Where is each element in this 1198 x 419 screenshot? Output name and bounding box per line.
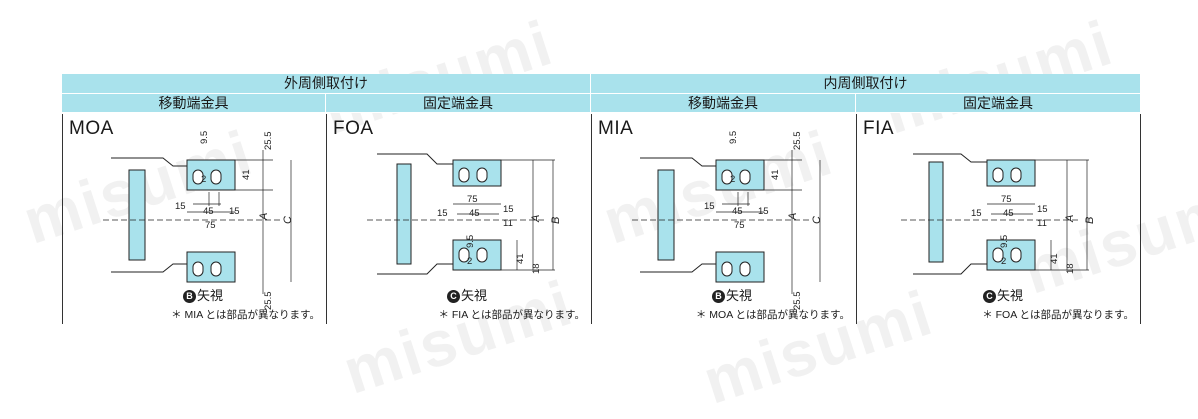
view-text: 矢視 (997, 288, 1024, 303)
dim-label: 25.5 (263, 132, 274, 151)
dim-label: 25.5 (792, 292, 803, 311)
dim-label: 45 (469, 208, 480, 219)
dim-label: A (530, 215, 542, 223)
view-letter-badge: C (983, 290, 996, 303)
header-moving-bracket: 移動端金具 (591, 94, 856, 113)
dim-label: 9.5 (199, 131, 210, 144)
panel-title: MOA (69, 118, 114, 139)
dim-label: 75 (467, 194, 478, 205)
dim-label: B (1084, 217, 1096, 224)
header-fixed-bracket: 固定端金具 (856, 94, 1141, 113)
dim-label: 45 (732, 206, 743, 217)
dim-label: C (282, 216, 294, 224)
dim-label: 15 (437, 208, 448, 219)
dim-label: A (1064, 215, 1076, 223)
panel-title: MIA (598, 118, 634, 139)
dim-label: 41 (1049, 253, 1060, 264)
header-row-mounting: 外周側取付け 内周側取付け (62, 74, 1141, 94)
dim-label: B (550, 217, 562, 224)
dim-label: 2 (1001, 256, 1006, 267)
dim-label: 41 (241, 169, 252, 180)
dim-label: 25.5 (263, 292, 274, 311)
view-letter-badge: B (712, 290, 725, 303)
foa-drawing: 75 15 45 15 11 A B 9.5 41 18 2 (367, 153, 562, 275)
dim-label: A (787, 213, 799, 221)
dim-label: 75 (1001, 194, 1012, 205)
dim-label: 41 (770, 169, 781, 180)
dim-label: 15 (1037, 204, 1048, 215)
dim-label: 15 (758, 206, 769, 217)
dim-label: 2 (730, 174, 735, 185)
spec-figure: 外周側取付け 内周側取付け 移動端金具 固定端金具 移動端金具 固定端金具 (62, 74, 1141, 324)
panel-note: ＊ FIA とは部品が異なります。 (438, 309, 585, 321)
chain-link (657, 169, 675, 261)
header-fixed-bracket: 固定端金具 (326, 94, 591, 113)
header-inner-mounting: 内周側取付け (591, 74, 1141, 94)
header-row-bracket: 移動端金具 固定端金具 移動端金具 固定端金具 (62, 94, 1141, 113)
dim-label: 45 (203, 206, 214, 217)
panel-title: FOA (333, 118, 374, 139)
dim-label: 75 (734, 220, 745, 231)
view-letter-badge: C (447, 290, 460, 303)
dim-label: 9.5 (728, 131, 739, 144)
panel-moa: 9.5 25.5 41 15 45 15 75 A C 25.5 2 MOA B… (62, 114, 326, 324)
dim-label: 15 (704, 201, 715, 212)
dim-label: 11 (503, 218, 513, 229)
dim-label: 11 (1037, 218, 1047, 229)
chain-link (128, 169, 146, 261)
dim-label: 9.5 (465, 235, 476, 248)
dim-label: 2 (467, 256, 472, 267)
dim-label: 18 (1065, 263, 1076, 274)
dim-label: 18 (531, 263, 542, 274)
fia-drawing: 75 15 45 15 11 A B 9.5 41 18 2 (901, 153, 1096, 275)
view-text: 矢視 (461, 288, 488, 303)
moa-drawing: 9.5 25.5 41 15 45 15 75 A C 25.5 2 (103, 131, 294, 311)
panel-note: ＊ MOA とは部品が異なります。 (695, 309, 850, 321)
panel-note: ＊ FOA とは部品が異なります。 (982, 309, 1134, 321)
view-text: 矢視 (197, 288, 224, 303)
dim-label: 9.5 (999, 235, 1010, 248)
dim-label: 15 (229, 206, 240, 217)
header-outer-mounting: 外周側取付け (62, 74, 591, 94)
dim-label: 75 (205, 220, 216, 231)
chain-link (928, 161, 944, 263)
dim-label: 15 (503, 204, 514, 215)
view-letter-badge: B (183, 290, 196, 303)
header-moving-bracket: 移動端金具 (62, 94, 326, 113)
dim-label: A (258, 213, 270, 221)
mia-drawing: 9.5 25.5 41 15 45 15 75 A C 25.5 2 (632, 131, 823, 311)
panel-note: ＊ MIA とは部品が異なります。 (171, 309, 320, 321)
chain-link (396, 163, 412, 265)
dim-label: 2 (201, 174, 206, 185)
panel-title: FIA (863, 118, 895, 139)
dim-label: 15 (971, 208, 982, 219)
view-text: 矢視 (726, 288, 753, 303)
panel-mia: 9.5 25.5 41 15 45 15 75 A C 25.5 2 MIA B… (591, 114, 856, 324)
dim-label: 15 (175, 201, 186, 212)
dim-label: C (811, 216, 823, 224)
dim-label: 41 (515, 253, 526, 264)
dim-label: 25.5 (792, 132, 803, 151)
dim-label: 45 (1003, 208, 1014, 219)
